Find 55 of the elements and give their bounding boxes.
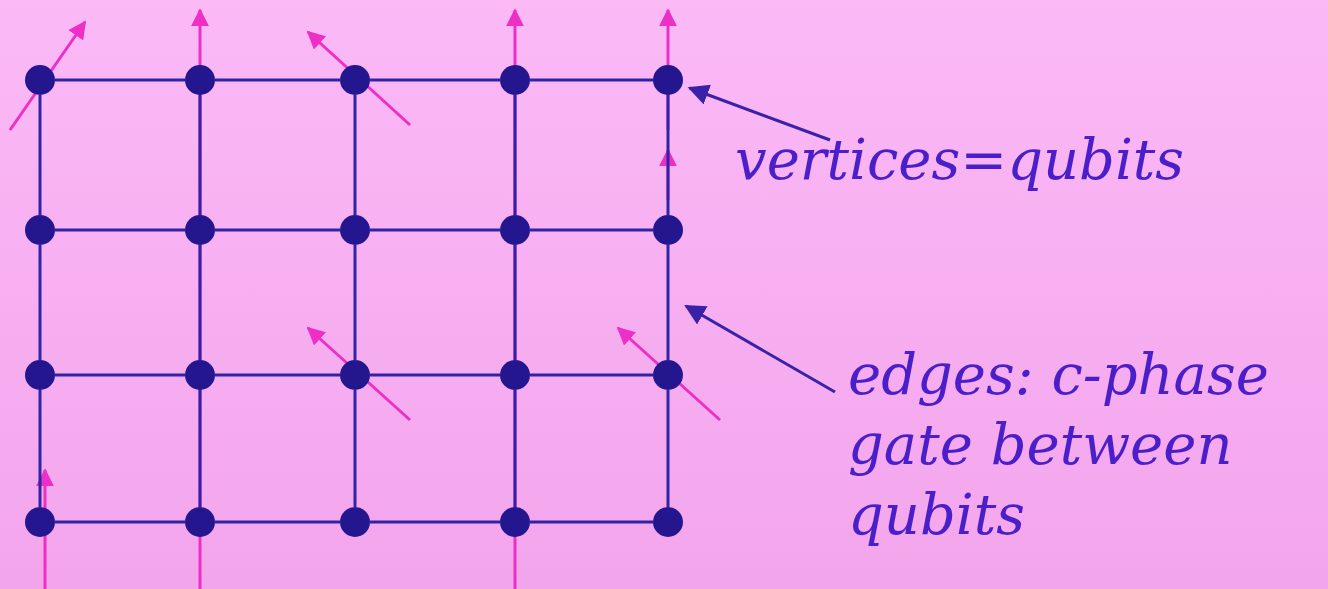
lattice-edge <box>38 95 42 215</box>
lattice-edge <box>55 373 185 377</box>
lattice-edge <box>530 520 653 524</box>
qubit-dot <box>653 65 683 95</box>
lattice-edge <box>55 78 185 82</box>
lattice-edge <box>666 390 670 507</box>
lattice-edge <box>215 520 340 524</box>
callout-text: vertices=qubits <box>735 125 1275 195</box>
lattice-edge <box>513 95 517 215</box>
qubit-dot <box>185 360 215 390</box>
qubit-dot <box>653 360 683 390</box>
lattice-edge <box>55 228 185 232</box>
qubit-dot <box>185 65 215 95</box>
leader-arrow <box>687 84 831 142</box>
lattice-edge <box>370 373 500 377</box>
lattice-edge <box>215 373 340 377</box>
lattice-edge <box>513 390 517 507</box>
lattice-edge <box>530 228 653 232</box>
qubit-dot <box>340 507 370 537</box>
qubit-dot <box>25 360 55 390</box>
lattice-edge <box>353 390 357 507</box>
lattice-edge <box>666 245 670 360</box>
lattice-edge <box>198 95 202 215</box>
qubit-dot <box>185 215 215 245</box>
lattice-edge <box>215 228 340 232</box>
qubit-dot <box>185 507 215 537</box>
qubit-dot <box>500 215 530 245</box>
qubit-dot <box>340 65 370 95</box>
qubit-dot <box>340 215 370 245</box>
lattice-edge <box>666 95 670 215</box>
qubit-dot <box>25 507 55 537</box>
qubit-dot <box>500 507 530 537</box>
qubit-dot <box>500 360 530 390</box>
lattice-edge <box>513 245 517 360</box>
lattice-edge <box>353 245 357 360</box>
qubit-dot <box>653 507 683 537</box>
qubit-dot <box>653 215 683 245</box>
qubit-dot <box>25 215 55 245</box>
lattice-edge <box>198 390 202 507</box>
lattice-edge <box>370 520 500 524</box>
leader-arrow <box>684 304 836 394</box>
lattice-edge <box>370 78 500 82</box>
lattice-edge <box>55 520 185 524</box>
qubit-dot <box>500 65 530 95</box>
lattice-edge <box>38 245 42 360</box>
lattice-edge <box>353 95 357 215</box>
qubit-dot <box>25 65 55 95</box>
qubit-dot <box>340 360 370 390</box>
lattice-edge <box>198 245 202 360</box>
callout-text: edges: c-phase gate between qubits <box>848 340 1318 550</box>
lattice-edge <box>215 78 340 82</box>
lattice-edge <box>370 228 500 232</box>
lattice-edge <box>530 78 653 82</box>
lattice-edge <box>530 373 653 377</box>
lattice-edge <box>38 390 42 507</box>
